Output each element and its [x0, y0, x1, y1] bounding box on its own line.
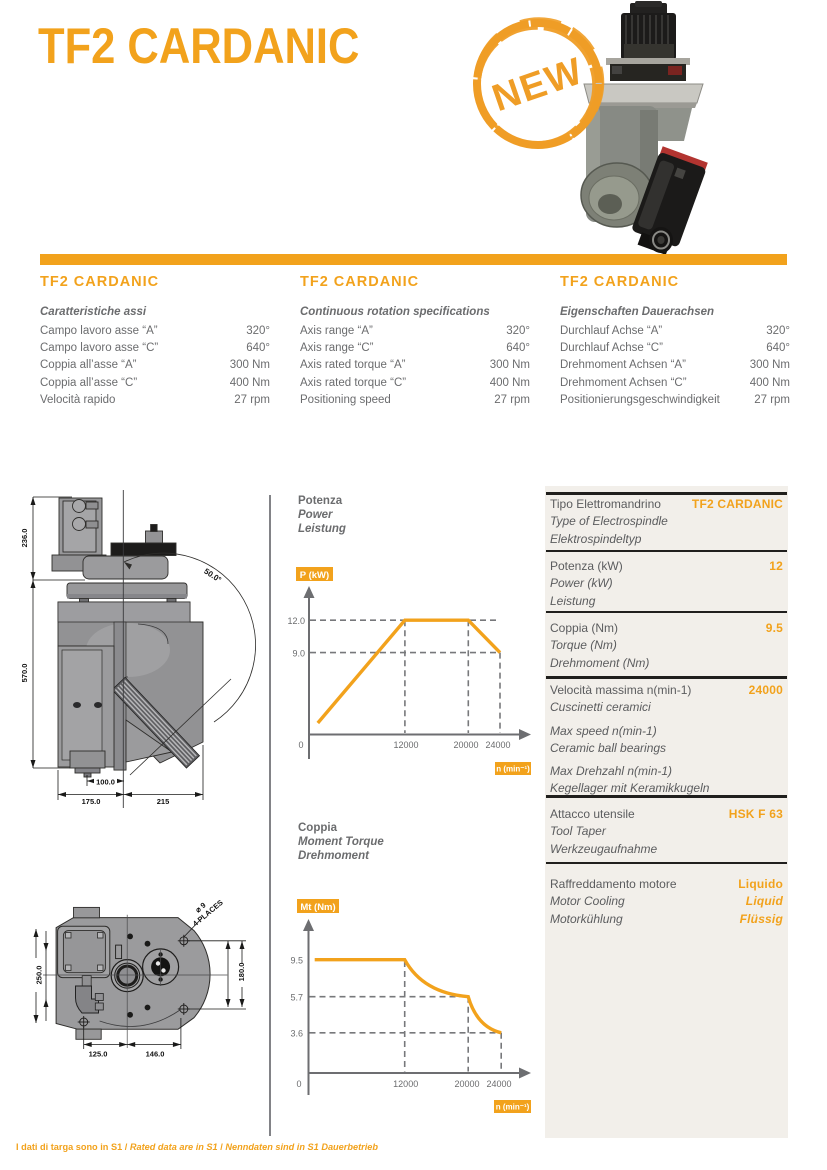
svg-text:175.0: 175.0 [82, 797, 101, 806]
svg-text:570.0: 570.0 [20, 664, 29, 683]
svg-text:n (min⁻¹): n (min⁻¹) [496, 765, 530, 774]
svg-text:24000: 24000 [485, 740, 510, 750]
svg-text:215: 215 [157, 797, 170, 806]
svg-text:0: 0 [298, 740, 303, 750]
svg-text:24000: 24000 [486, 1079, 511, 1089]
svg-text:100.0: 100.0 [96, 778, 115, 787]
svg-text:P (kW): P (kW) [300, 570, 329, 581]
svg-text:12000: 12000 [393, 740, 418, 750]
svg-text:9.5: 9.5 [290, 956, 303, 966]
svg-text:0: 0 [296, 1079, 301, 1089]
svg-text:146.0: 146.0 [146, 1050, 165, 1059]
svg-text:12.0: 12.0 [287, 616, 305, 626]
svg-text:250.0: 250.0 [35, 966, 44, 985]
svg-text:50.0°: 50.0° [202, 567, 223, 585]
svg-text:Moment Torque: Moment Torque [298, 836, 384, 848]
svg-text:236.0: 236.0 [20, 529, 29, 548]
svg-text:3.6: 3.6 [290, 1029, 303, 1039]
svg-text:12000: 12000 [393, 1079, 418, 1089]
svg-text:5.7: 5.7 [290, 993, 303, 1003]
svg-text:4 PLACES: 4 PLACES [191, 898, 225, 928]
svg-text:9.0: 9.0 [292, 648, 305, 658]
svg-text:180.0: 180.0 [237, 963, 246, 982]
svg-text:20000: 20000 [454, 1079, 479, 1089]
svg-text:125.0: 125.0 [89, 1050, 108, 1059]
svg-text:n (min⁻¹): n (min⁻¹) [496, 1103, 530, 1112]
svg-text:Coppia: Coppia [298, 822, 338, 834]
svg-text:20000: 20000 [453, 740, 478, 750]
svg-text:Power: Power [298, 509, 333, 521]
svg-text:Potenza: Potenza [298, 495, 343, 507]
svg-text:NEW: NEW [487, 50, 589, 120]
svg-text:Leistung: Leistung [298, 523, 346, 535]
svg-text:Mt (Nm): Mt (Nm) [300, 902, 335, 913]
svg-text:Drehmoment: Drehmoment [298, 850, 370, 862]
